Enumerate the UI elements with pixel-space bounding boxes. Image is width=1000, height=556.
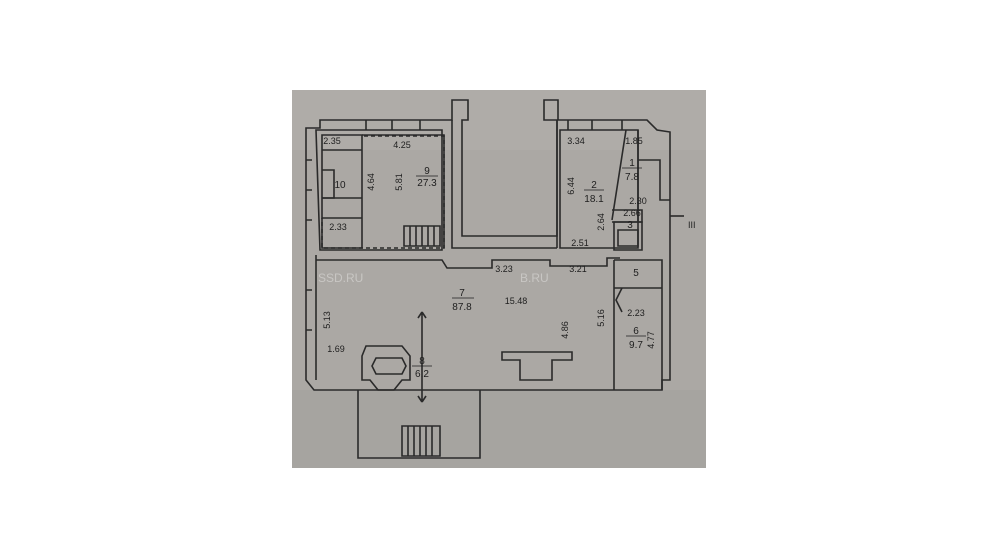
room-5-number: 5: [633, 268, 639, 279]
room-9-dashed-boundary: [321, 135, 445, 249]
dim-6-44: 6.44: [566, 177, 576, 195]
room-2-number: 2: [591, 180, 597, 191]
room-1-area: 7.8: [625, 172, 639, 183]
room-9-area: 27.3: [417, 178, 437, 189]
watermark-tail-text: B.RU: [520, 271, 549, 285]
dim-2-33: 2.33: [329, 222, 347, 232]
dim-4-25: 4.25: [393, 140, 411, 150]
dim-4-64: 4.64: [366, 173, 376, 191]
dim-2-51: 2.51: [571, 238, 589, 248]
dim-5-81: 5.81: [394, 173, 404, 191]
annex: [357, 390, 481, 459]
room-3-number: 3: [627, 220, 633, 231]
room-1-number: 1: [629, 158, 635, 169]
dim-2-23: 2.23: [627, 308, 645, 318]
marker-iii: III: [688, 220, 696, 230]
dim-4-77: 4.77: [646, 331, 656, 349]
dim-1-69: 1.69: [327, 344, 345, 354]
room-2-area: 18.1: [584, 194, 604, 205]
dim-2-66: 2.66: [623, 208, 641, 218]
room-7-area: 87.8: [452, 302, 472, 313]
inner-wall: [315, 129, 443, 251]
dim-5-16: 5.16: [596, 309, 606, 327]
watermark-text: SSD.RU: [318, 271, 363, 285]
room-6-area: 9.7: [629, 340, 643, 351]
dim-3-34: 3.34: [567, 136, 585, 146]
room-7-number: 7: [459, 288, 465, 299]
dim-2-30: 2.30: [629, 196, 647, 206]
room-8-number: 8: [419, 356, 425, 367]
dim-3-21: 3.21: [569, 264, 587, 274]
dim-1-85: 1.85: [625, 136, 643, 146]
dim-3-23: 3.23: [495, 264, 513, 274]
dim-4-86: 4.86: [560, 321, 570, 339]
dim-2-64: 2.64: [596, 213, 606, 231]
room-9-number: 9: [424, 166, 430, 177]
floor-plan: SSD.RU B.RU 9 27.3 10 1 7.8 2 18.1 3 5 6…: [292, 90, 706, 468]
dim-5-13: 5.13: [322, 311, 332, 329]
room-10-number: 10: [334, 180, 346, 191]
room-8-area: 6.2: [415, 369, 429, 380]
counter-right: [501, 351, 573, 381]
column-left: [361, 345, 411, 391]
room-6-number: 6: [633, 326, 639, 337]
dim-2-35: 2.35: [323, 136, 341, 146]
dim-15-48: 15.48: [505, 296, 528, 306]
